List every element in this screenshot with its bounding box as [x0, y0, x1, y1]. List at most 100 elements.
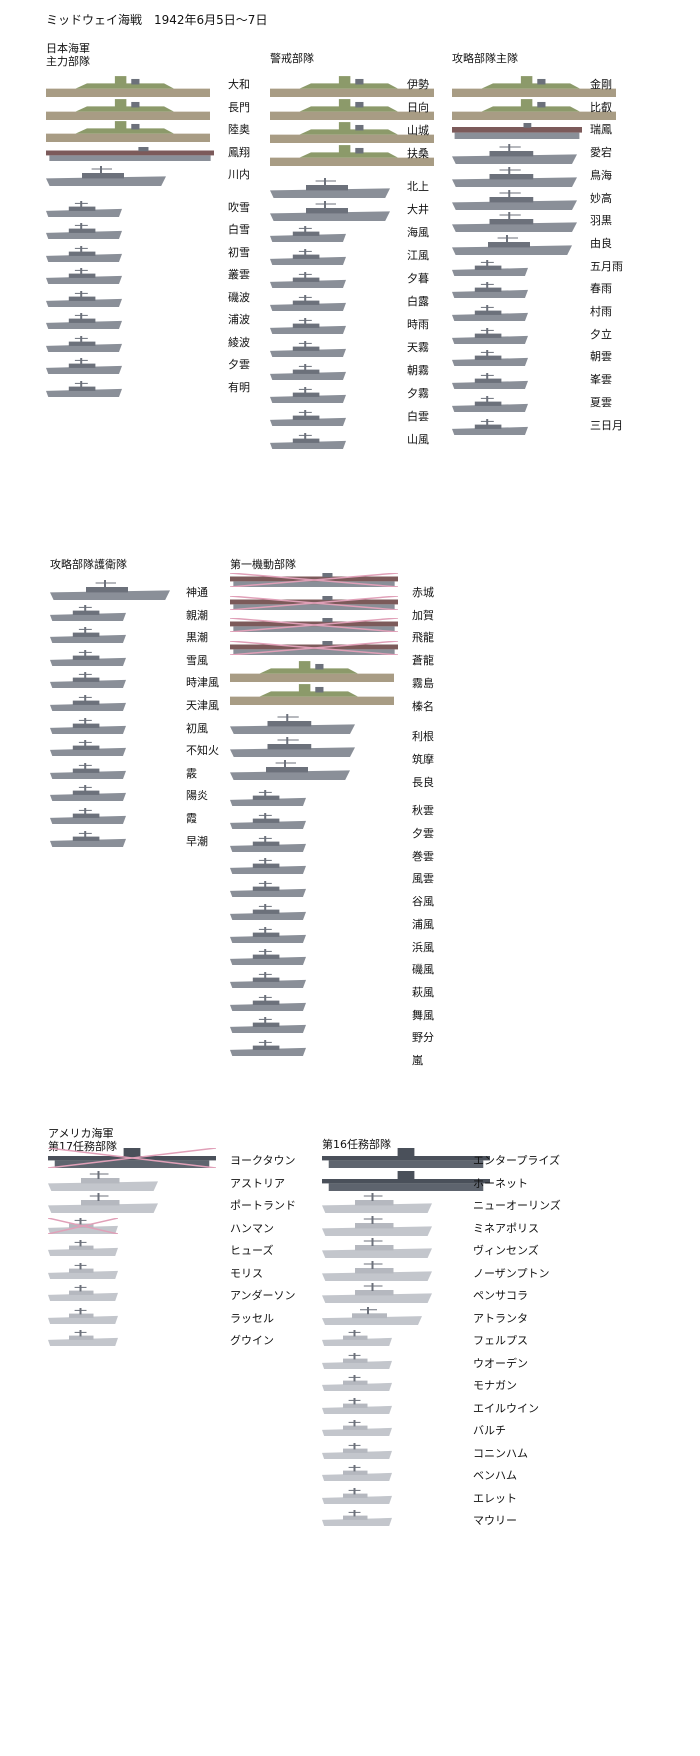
sunk-mark — [230, 618, 398, 633]
ship-silhouette — [322, 1215, 432, 1236]
ship-silhouette — [322, 1487, 392, 1504]
ship-silhouette — [270, 145, 434, 166]
ship-name: 夕立 — [590, 327, 612, 341]
sunk-mark — [230, 641, 398, 656]
ship-name: 浦波 — [228, 313, 250, 326]
ship-silhouette — [230, 971, 306, 988]
ship-silhouette — [230, 683, 394, 705]
ship-silhouette — [50, 717, 126, 734]
ship-silhouette — [46, 98, 210, 120]
ship-silhouette — [270, 272, 346, 288]
ship-silhouette — [452, 305, 528, 321]
ship-name: 山城 — [407, 124, 429, 137]
ship-name: フェルプス — [473, 1334, 528, 1347]
ship-name: 瑞鳳 — [590, 123, 612, 137]
ship-silhouette — [46, 380, 122, 397]
ship-name: 夏雲 — [590, 395, 612, 409]
ship-name: 春雨 — [590, 282, 612, 296]
ship-silhouette — [322, 1510, 392, 1526]
ship-name: アストリア — [230, 1176, 285, 1190]
ship-silhouette — [50, 672, 126, 689]
ship-silhouette — [48, 1170, 158, 1191]
ship-name: 神通 — [186, 586, 208, 599]
ship-silhouette — [270, 178, 390, 198]
ship-name: 綾波 — [228, 335, 250, 349]
ship-silhouette — [48, 1148, 216, 1168]
ship-silhouette — [452, 350, 528, 367]
ship-name: モリス — [230, 1266, 263, 1280]
ship-name: 鳳翔 — [228, 145, 250, 159]
ship-silhouette — [230, 790, 306, 807]
sunk-mark — [230, 573, 398, 587]
ship-name: 白露 — [407, 295, 429, 308]
ship-name: 夕雲 — [412, 827, 434, 840]
ship-name: ラッセル — [230, 1311, 274, 1325]
ship-name: エンタープライズ — [473, 1154, 561, 1167]
ship-silhouette — [230, 736, 355, 757]
ship-silhouette — [230, 595, 398, 610]
ship-silhouette — [230, 858, 306, 875]
group-heading: 第16任務部隊 — [322, 1138, 391, 1151]
ship-name: 飛龍 — [412, 631, 434, 645]
ship-name: 浦風 — [412, 917, 434, 931]
ship-silhouette — [230, 1040, 306, 1056]
ship-name: ペンサコラ — [473, 1289, 528, 1302]
ship-silhouette — [270, 122, 434, 143]
ship-name: 黒潮 — [186, 631, 208, 645]
ship-name: 萩風 — [412, 985, 434, 999]
sunk-mark — [230, 595, 398, 610]
ship-silhouette — [270, 76, 434, 97]
ship-silhouette — [452, 395, 528, 412]
ship-name: 比叡 — [590, 100, 612, 114]
ship-name: 有明 — [228, 380, 250, 394]
ship-name: 初風 — [186, 721, 208, 735]
ship-silhouette — [452, 418, 528, 435]
group-heading: 日本海軍 — [46, 42, 90, 55]
ship-silhouette — [230, 573, 398, 587]
ship-silhouette — [270, 201, 390, 221]
ship-name: 朝霧 — [407, 364, 429, 377]
ship-silhouette — [46, 200, 122, 217]
ship-name: モナガン — [473, 1379, 517, 1392]
ship-name: 霧島 — [412, 676, 434, 690]
ship-silhouette — [50, 604, 126, 621]
ship-name: 由良 — [590, 236, 612, 250]
ship-silhouette — [270, 249, 346, 265]
ship-name: 陽炎 — [186, 789, 208, 803]
group-heading: 攻略部隊主隊 — [452, 52, 518, 65]
sunk-mark — [48, 1217, 118, 1234]
ship-silhouette — [50, 785, 126, 802]
ship-silhouette — [230, 759, 350, 780]
ship-silhouette — [48, 1193, 158, 1213]
ship-silhouette — [50, 830, 126, 847]
ship-silhouette — [270, 295, 346, 311]
ship-name: エイルウイン — [473, 1401, 539, 1415]
ship-silhouette — [46, 76, 210, 97]
ship-name: 利根 — [412, 730, 434, 744]
ship-name: 夕暮 — [407, 272, 429, 285]
ship-name: 時雨 — [407, 318, 429, 331]
ship-name: 山風 — [407, 433, 429, 446]
ship-silhouette — [322, 1193, 432, 1213]
ship-silhouette — [46, 121, 210, 142]
ship-silhouette — [322, 1397, 392, 1414]
ship-silhouette — [48, 1285, 118, 1301]
ship-silhouette — [322, 1420, 392, 1436]
ship-name: 舞風 — [412, 1008, 434, 1022]
ship-silhouette — [270, 364, 346, 380]
ship-silhouette — [270, 433, 346, 449]
ship-name: ヴィンセンズ — [473, 1244, 539, 1257]
ship-name: エレット — [473, 1491, 517, 1505]
ship-silhouette — [322, 1283, 432, 1303]
ship-silhouette — [452, 259, 528, 276]
ship-name: 赤城 — [412, 586, 434, 599]
ship-name: アトランタ — [473, 1311, 528, 1325]
ship-silhouette — [50, 695, 126, 711]
ship-name: 扶桑 — [407, 147, 429, 160]
ship-name: 吹雪 — [228, 200, 250, 214]
ship-name: 天霧 — [407, 341, 429, 354]
ship-name: 五月雨 — [590, 259, 623, 273]
ship-name: 長良 — [412, 775, 434, 789]
ship-name: 江風 — [407, 249, 429, 262]
